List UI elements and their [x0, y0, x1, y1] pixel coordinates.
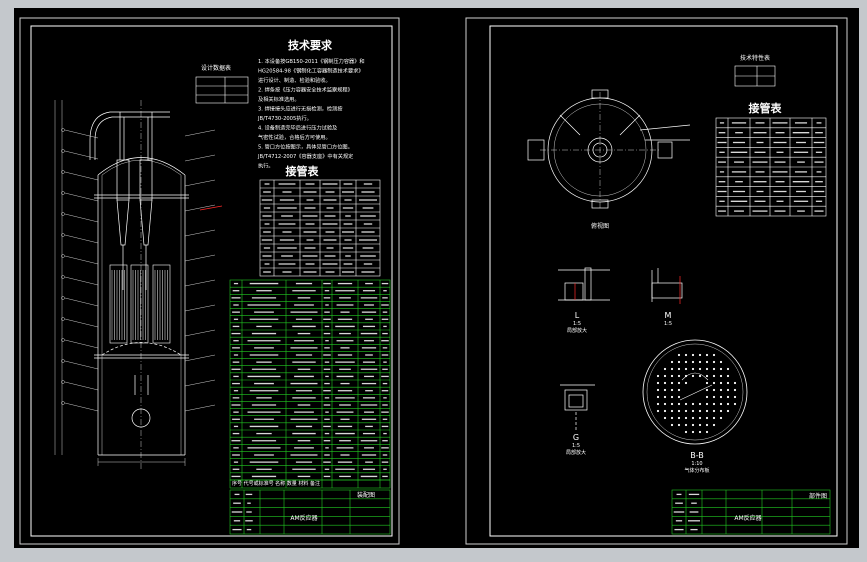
detail-g-caption: 局部放大: [566, 449, 586, 456]
detail-l: [558, 267, 610, 301]
tech-requirement-line: 进行设计、制造、检验和验收。: [258, 76, 331, 84]
right-nozzle-table: [715, 117, 827, 217]
right-title-block-name: AM反应器: [734, 514, 761, 522]
detail-m-scale: 1:5: [664, 321, 672, 327]
tech-requirement-line: 4. 设备制造完毕后进行压力试验及: [258, 124, 337, 132]
detail-g: [560, 384, 595, 430]
tech-requirement-line: 气密性试验，合格后方可使用。: [258, 133, 331, 141]
tech-requirements-title: 技术要求: [288, 38, 333, 52]
tech-requirement-line: JB/T4730-2005执行。: [257, 114, 312, 122]
detail-l-label: L: [575, 311, 580, 320]
tech-requirement-line: HG20584-98《钢制化工容器制造技术要求》: [258, 67, 364, 75]
reactor-vessel-elevation: [54, 100, 223, 470]
right-title-block-label: 部件图: [809, 492, 827, 500]
tech-requirement-line: 2. 焊条按《压力容器安全技术监察规程》: [258, 86, 353, 94]
plate-caption: 气体分布板: [684, 467, 709, 474]
tech-requirement-line: 及相关标准选用。: [258, 95, 300, 103]
plan-view: [527, 89, 691, 209]
plate-scale: 1:10: [691, 461, 702, 467]
tech-requirement-line: JB/T4712-2007《容器支座》中有关规定: [257, 152, 353, 160]
parts-list-table: [229, 279, 391, 489]
parts-list-header: 序号 代号或标准号 名称 数量 材料 备注: [232, 480, 320, 487]
right-design-data-title: 技术特性表: [740, 54, 770, 62]
tech-requirement-line: 执行。: [258, 162, 274, 170]
tech-requirement-line: 1. 本设备按GB150-2011《钢制压力容器》和: [258, 57, 365, 65]
detail-g-scale: 1:5: [572, 443, 580, 449]
tech-requirement-line: 5. 管口方位按图示，具体见管口方位图。: [258, 143, 353, 151]
detail-m-label: M: [665, 311, 672, 320]
plate-label: B-B: [690, 451, 704, 460]
right-design-data-table: [734, 65, 776, 87]
tech-requirements-list: 1. 本设备按GB150-2011《钢制压力容器》和 HG20584-98《钢制化…: [257, 57, 365, 170]
tech-requirement-line: 3. 焊接接头应进行无损检测，检测按: [258, 105, 342, 113]
nozzle-table: [259, 179, 381, 277]
left-sheet: 技术要求 1. 本设备按GB150-2011《钢制压力容器》和 HG20584-9…: [19, 17, 400, 545]
gas-distribution-plate: [642, 339, 748, 445]
title-block-label: 装配图: [357, 491, 375, 499]
design-data-title: 设计数据表: [201, 64, 231, 72]
title-block: [229, 489, 391, 535]
title-block-name: AM反应器: [290, 514, 317, 522]
detail-m: [651, 268, 683, 304]
right-title-block: [671, 489, 831, 535]
nozzle-table-title: 接管表: [286, 164, 320, 178]
design-data-table: [195, 76, 249, 104]
detail-g-label: G: [573, 433, 579, 442]
detail-l-caption: 局部放大: [567, 327, 587, 334]
right-nozzle-table-title: 接管表: [749, 101, 783, 115]
detail-l-scale: 1:5: [573, 321, 581, 327]
plan-view-label: 俯视图: [591, 222, 609, 230]
right-sheet: 技术特性表 接管表 俯视图: [465, 17, 848, 545]
